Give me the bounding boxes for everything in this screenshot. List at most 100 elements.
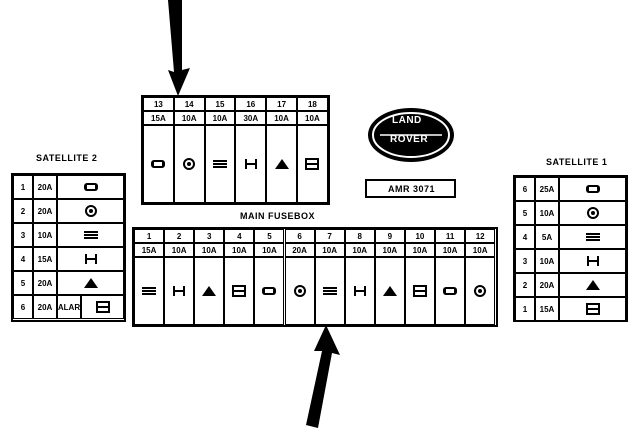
fuse-rating: 15A (143, 111, 174, 125)
fuse-circuit-icon (314, 257, 345, 325)
fuse-circuit-icon (204, 125, 236, 203)
fuse-number: 4 (515, 225, 535, 249)
fuse-circuit-icon (81, 295, 124, 319)
fuse-rating: 10A (435, 243, 466, 257)
satellite-2-block (11, 173, 126, 322)
fuse-number: 14 (173, 97, 205, 111)
fuse-number: 4 (13, 247, 33, 271)
fuse-number: 16 (235, 97, 267, 111)
fuse-number: 4 (224, 229, 255, 243)
fuse-number: 18 (297, 97, 328, 111)
fuse-rating: 10A (297, 111, 328, 125)
logo-text-rover: ROVER (390, 134, 429, 145)
fuse-number: 12 (465, 229, 496, 243)
fuse-circuit-icon (173, 125, 205, 203)
fuse-circuit-icon (254, 257, 285, 325)
fuse-number: 2 (13, 199, 33, 223)
fuse-rating: 15A (535, 297, 559, 321)
fuse-circuit-icon (344, 257, 375, 325)
fuse-circuit-icon (194, 257, 225, 325)
top-fuse-block (141, 95, 330, 205)
fuse-circuit-icon (224, 257, 255, 325)
fuse-extra-label: ALAR (57, 295, 81, 319)
land-rover-logo (368, 108, 454, 162)
fuse-circuit-icon (404, 257, 435, 325)
fuse-number: 5 (13, 271, 33, 295)
fuse-rating: 10A (374, 243, 405, 257)
fuse-rating: 20A (284, 243, 315, 257)
fuse-circuit-icon (465, 257, 496, 325)
fuse-number: 1 (13, 175, 33, 199)
fuse-circuit-icon (235, 125, 267, 203)
fuse-circuit-icon (57, 247, 124, 271)
fuse-rating: 10A (465, 243, 496, 257)
fuse-circuit-icon (435, 257, 466, 325)
fuse-number: 3 (515, 249, 535, 273)
fuse-rating: 10A (194, 243, 225, 257)
fuse-rating: 30A (235, 111, 267, 125)
satellite-1-block (513, 175, 628, 322)
fuse-circuit-icon (559, 225, 626, 249)
fuse-number: 9 (374, 229, 405, 243)
fuse-number: 1 (134, 229, 165, 243)
fuse-number: 11 (435, 229, 466, 243)
fuse-rating: 20A (33, 175, 57, 199)
fuse-rating: 10A (314, 243, 345, 257)
arrow-top (168, 0, 190, 96)
fuse-number: 3 (13, 223, 33, 247)
fuse-rating: 20A (535, 273, 559, 297)
fuse-circuit-icon (143, 125, 174, 203)
fuse-circuit-icon (57, 175, 124, 199)
satellite-1-label: SATELLITE 1 (546, 157, 608, 167)
fuse-rating: 10A (224, 243, 255, 257)
fuse-circuit-icon (266, 125, 297, 203)
fuse-number: 2 (164, 229, 195, 243)
arrow-bottom (306, 325, 340, 428)
fuse-rating: 10A (535, 249, 559, 273)
satellite-2-label: SATELLITE 2 (36, 153, 98, 163)
fuse-number: 6 (515, 177, 535, 201)
fuse-number: 3 (194, 229, 225, 243)
fuse-rating: 10A (404, 243, 435, 257)
fuse-number: 5 (254, 229, 285, 243)
fuse-circuit-icon (374, 257, 405, 325)
fuse-number: 8 (344, 229, 375, 243)
fuse-rating: 10A (266, 111, 297, 125)
fuse-rating: 5A (535, 225, 559, 249)
fuse-number: 10 (404, 229, 435, 243)
fuse-rating: 15A (33, 247, 57, 271)
fuse-rating: 10A (173, 111, 205, 125)
fuse-number: 17 (266, 97, 297, 111)
fuse-rating: 10A (535, 201, 559, 225)
fuse-circuit-icon (559, 249, 626, 273)
fuse-number: 7 (314, 229, 345, 243)
fuse-number: 15 (204, 97, 236, 111)
fuse-number: 13 (143, 97, 174, 111)
fuse-circuit-icon (57, 271, 124, 295)
fuse-rating: 25A (535, 177, 559, 201)
fuse-rating: 20A (33, 199, 57, 223)
fuse-circuit-icon (134, 257, 165, 325)
fuse-circuit-icon (559, 297, 626, 321)
main-fusebox-label: MAIN FUSEBOX (240, 211, 316, 221)
fuse-circuit-icon (297, 125, 328, 203)
fuse-number: 6 (284, 229, 315, 243)
fuse-circuit-icon (559, 177, 626, 201)
fuse-number: 2 (515, 273, 535, 297)
fuse-rating: 10A (254, 243, 285, 257)
fuse-rating: 20A (33, 271, 57, 295)
fuse-rating: 10A (33, 223, 57, 247)
fuse-circuit-icon (559, 273, 626, 297)
fuse-rating: 20A (33, 295, 57, 319)
fuse-rating: 10A (204, 111, 236, 125)
fuse-circuit-icon (284, 257, 315, 325)
fuse-rating: 10A (344, 243, 375, 257)
fuse-circuit-icon (57, 199, 124, 223)
fuse-circuit-icon (57, 223, 124, 247)
fuse-circuit-icon (559, 201, 626, 225)
fuse-number: 1 (515, 297, 535, 321)
logo-text-land: LAND (392, 115, 422, 126)
main-fuse-block (132, 227, 498, 327)
fuse-rating: 15A (134, 243, 165, 257)
part-number-box (365, 179, 456, 198)
